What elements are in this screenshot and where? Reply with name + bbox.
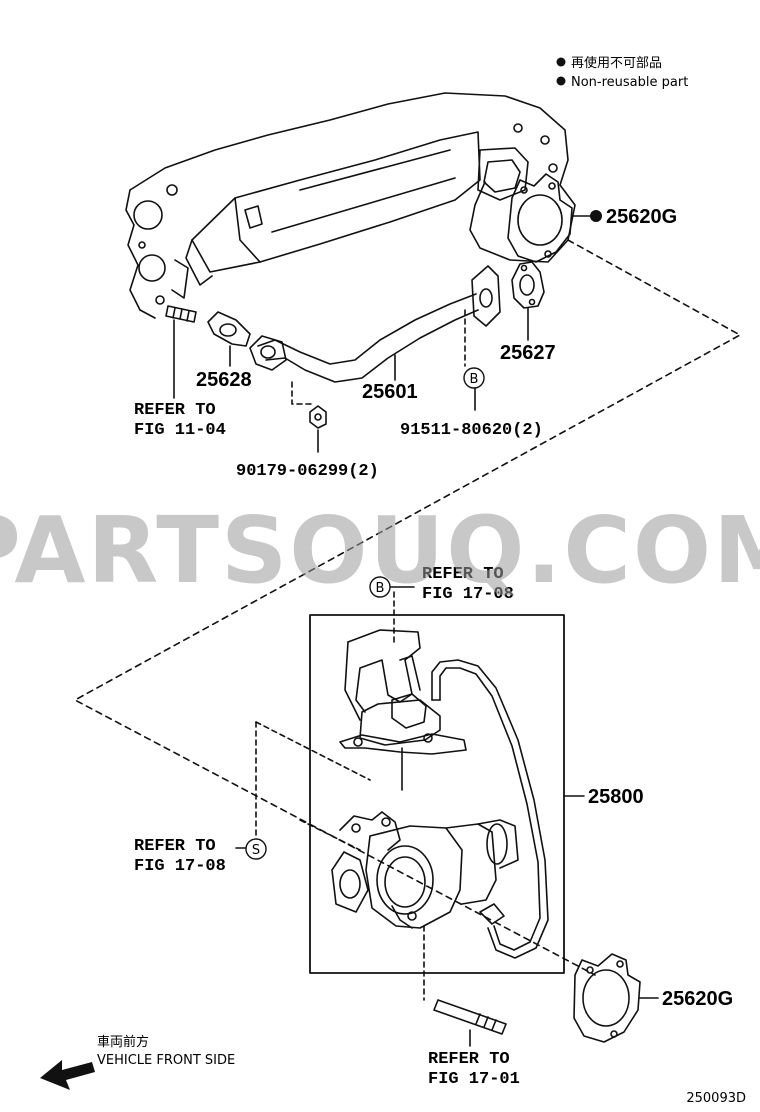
non-reusable-dot-icon: [556, 76, 566, 86]
engine-cylinder-head: [125, 92, 576, 319]
ref-17-08-top-line2: FIG 17-08: [422, 585, 514, 604]
non-reusable-dot-icon: [590, 210, 602, 222]
figure-code: 250093D: [686, 1091, 746, 1106]
part-25627: 25627: [500, 342, 556, 364]
marker-b-top: B: [376, 581, 385, 596]
egr-hose: [431, 659, 549, 959]
gasket-25628: [207, 311, 251, 347]
gasket-25620g-top: [507, 173, 573, 263]
marker-b-right: B: [470, 372, 479, 387]
legend-jp: 再使用不可部品: [571, 55, 662, 71]
gasket-25627: [511, 261, 545, 309]
egr-cooler-body: [331, 811, 519, 929]
part-25620g-top: 25620G: [606, 206, 677, 228]
marker-b-circle-icon: [463, 367, 485, 389]
marker-b-circle-icon: [369, 576, 391, 598]
direction-jp: 車両前方: [97, 1034, 149, 1050]
ref-17-01-line2: FIG 17-01: [428, 1070, 520, 1089]
ref-17-08-left-line1: REFER TO: [134, 837, 216, 856]
ref-17-01-line1: REFER TO: [428, 1050, 510, 1069]
gasket-25620g-bottom: [573, 953, 641, 1043]
nut-90179: [309, 405, 327, 429]
marker-s-circle-icon: [245, 838, 267, 860]
legend-en: Non-reusable part: [571, 75, 688, 90]
part-25601: 25601: [362, 381, 418, 403]
exhaust-manifold: [171, 131, 481, 299]
ref-17-08-top-line1: REFER TO: [422, 565, 504, 584]
part-25628: 25628: [196, 369, 252, 391]
stud-bolt-left: [165, 305, 197, 323]
watermark: PARTSOUQ.COM: [0, 497, 760, 604]
part-91511: 91511-80620(2): [400, 421, 543, 440]
ref-11-04-line2: FIG 11-04: [134, 421, 226, 440]
stud-bolt-bottom: [433, 999, 507, 1035]
ref-17-08-left-line2: FIG 17-08: [134, 857, 226, 876]
part-25800: 25800: [588, 786, 644, 808]
part-90179: 90179-06299(2): [236, 462, 379, 481]
egr-pipe-25601: [249, 293, 479, 383]
part-25620g-bottom: 25620G: [662, 988, 733, 1010]
egr-valve-bracket: [339, 629, 467, 755]
pipe-flange-right: [471, 265, 501, 327]
egr-cooler-frame: [309, 614, 565, 974]
direction-en: VEHICLE FRONT SIDE: [97, 1053, 235, 1068]
ref-11-04-line1: REFER TO: [134, 401, 216, 420]
non-reusable-dot-icon: [556, 57, 566, 67]
front-arrow-icon: [40, 1060, 95, 1090]
marker-s-left: S: [252, 843, 260, 858]
